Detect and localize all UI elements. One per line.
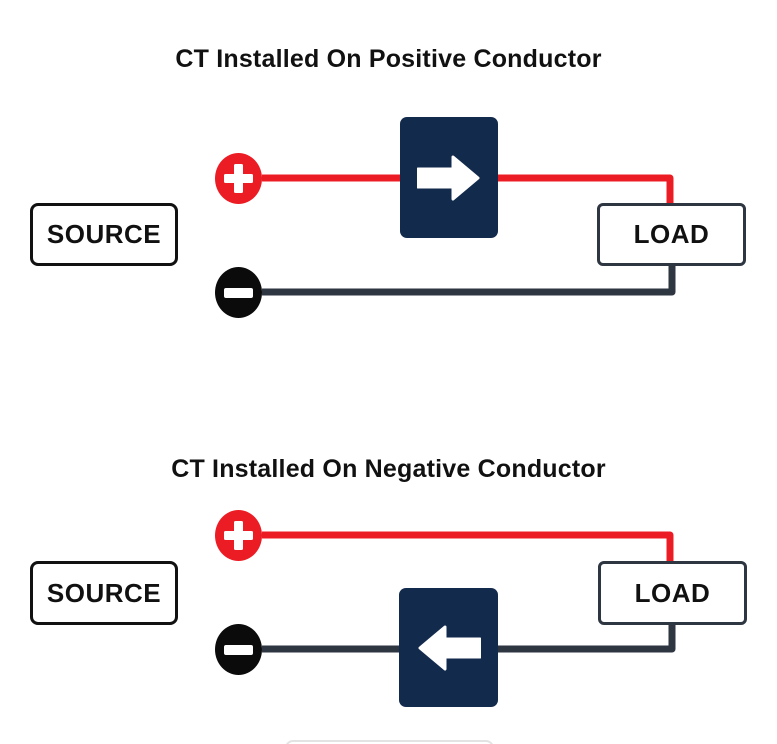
negative-terminal-badge	[215, 267, 262, 318]
ct-sensor-box-positive	[400, 117, 498, 238]
plus-icon	[224, 521, 253, 550]
negative-terminal-badge	[215, 624, 262, 675]
cropped-bottom-box	[285, 740, 494, 744]
negative-wire-top-section	[262, 262, 676, 296]
section-title-negative: CT Installed On Negative Conductor	[171, 455, 606, 483]
arrow-right-icon	[417, 155, 480, 200]
positive-terminal-badge	[215, 510, 262, 561]
arrow-left-icon	[418, 625, 481, 670]
positive-terminal-badge	[215, 153, 262, 204]
plus-icon	[224, 164, 253, 193]
load-box: LOAD	[597, 203, 746, 266]
positive-wire-bottom-section	[262, 531, 674, 564]
minus-icon	[224, 644, 253, 655]
load-label: LOAD	[634, 577, 711, 608]
section-title-positive: CT Installed On Positive Conductor	[175, 45, 602, 73]
load-label: LOAD	[633, 219, 710, 249]
load-box: LOAD	[598, 561, 747, 625]
source-label: SOURCE	[46, 219, 162, 249]
positive-wire-top-section	[262, 174, 674, 207]
source-box: SOURCE	[30, 561, 178, 625]
source-label: SOURCE	[46, 577, 162, 608]
ct-sensor-box-negative	[399, 588, 498, 707]
minus-icon	[224, 287, 253, 298]
source-box: SOURCE	[30, 203, 178, 266]
negative-wire-bottom-section	[262, 622, 676, 653]
